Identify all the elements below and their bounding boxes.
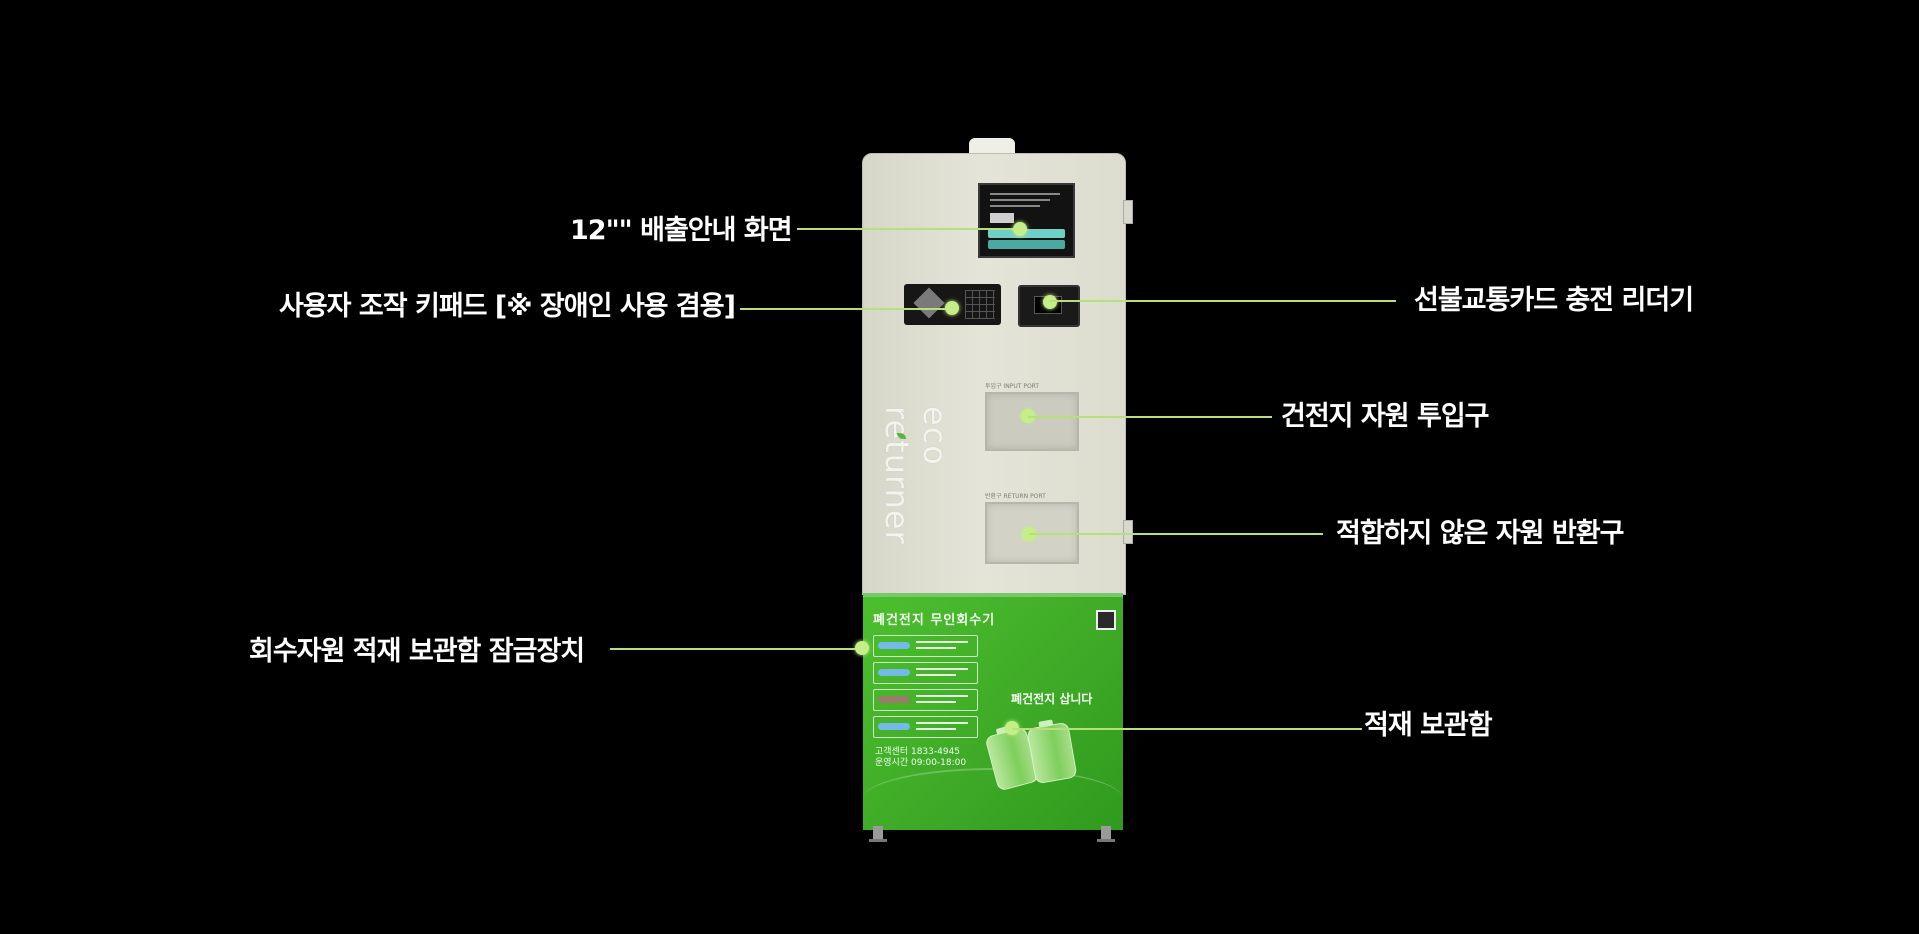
callout-label-storage: 적재 보관함 <box>1364 710 1493 741</box>
callout-dot-lock <box>855 641 869 655</box>
callout-label-input-port: 건전지 자원 투입구 <box>1281 401 1490 432</box>
input-port-caption: 투입구 INPUT PORT <box>985 383 1040 390</box>
callout-label-lock: 회수자원 적재 보관함 잠금장치 <box>249 636 585 667</box>
user-keypad <box>904 284 1001 325</box>
decorative-wave <box>863 768 1123 830</box>
qr-code-icon <box>1096 610 1116 630</box>
storage-cabinet: 폐건전지 무인회수기 폐건전지 삽니다 고객센터 1833-4945 운영시간 … <box>863 593 1123 830</box>
brand-logo: eco returner <box>878 406 954 545</box>
callout-dot-card-reader <box>1043 295 1057 309</box>
side-handle-top <box>1123 200 1133 224</box>
info-panel <box>873 689 978 711</box>
callout-line-screen <box>797 228 1020 230</box>
callout-dot-screen <box>1013 222 1027 236</box>
arrow-pad-icon <box>913 287 945 319</box>
return-port-caption: 반환구 RETURN PORT <box>985 493 1046 500</box>
callout-line-lock <box>610 648 865 650</box>
machine-top-vent <box>969 138 1015 156</box>
cabinet-message: 폐건전지 삽니다 <box>1011 692 1093 706</box>
info-panel <box>873 716 978 738</box>
callout-label-card-reader: 선불교통카드 충전 리더기 <box>1414 285 1694 316</box>
contact-info: 고객센터 1833-4945 운영시간 09:00-18:00 <box>875 747 967 768</box>
number-keys-icon <box>965 290 995 319</box>
info-panel <box>873 635 978 657</box>
cabinet-title: 폐건전지 무인회수기 <box>873 613 996 628</box>
callout-dot-keypad <box>945 301 959 315</box>
battery-icon <box>1026 721 1078 785</box>
callout-line-keypad <box>740 308 952 310</box>
side-handle-bottom <box>1123 520 1133 544</box>
callout-label-keypad: 사용자 조작 키패드 [※ 장애인 사용 겸용] <box>279 291 736 322</box>
callout-line-storage <box>1012 728 1362 730</box>
callout-line-input-port <box>1028 416 1272 418</box>
machine-foot-right <box>1097 826 1115 842</box>
callout-label-return-port: 적합하지 않은 자원 반환구 <box>1336 518 1624 549</box>
callout-line-return-port <box>1029 533 1323 535</box>
guidance-screen <box>978 183 1075 258</box>
info-panel <box>873 662 978 684</box>
leaf-icon <box>897 433 906 439</box>
callout-line-card-reader <box>1050 300 1396 302</box>
machine-foot-left <box>869 826 887 842</box>
callout-label-screen: 12"" 배출안내 화면 <box>570 215 793 246</box>
